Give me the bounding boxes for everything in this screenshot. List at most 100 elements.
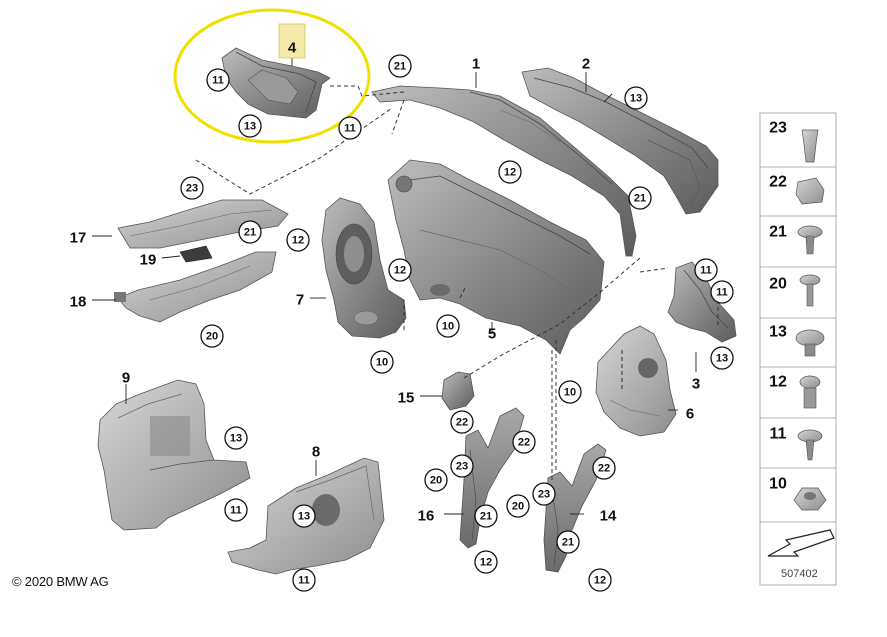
legend-item-13[interactable]: 13 [769, 324, 787, 341]
callout-11[interactable]: 11 [694, 258, 718, 282]
part-label-2[interactable]: 2 [582, 56, 590, 73]
part-label-16[interactable]: 16 [418, 508, 435, 525]
legend-item-20[interactable]: 20 [769, 276, 787, 293]
callout-20[interactable]: 20 [506, 494, 530, 518]
callout-circle [624, 86, 648, 110]
part-number-text: 17 [70, 230, 87, 247]
callout-number-text: 12 [292, 235, 304, 247]
callout-circle [694, 258, 718, 282]
push-rivet-icon [799, 375, 821, 409]
callout-circle [588, 568, 612, 592]
legend-numbers: 23 22 21 20 13 12 11 10 [769, 120, 787, 493]
callout-circle [200, 324, 224, 348]
callout-12[interactable]: 12 [474, 550, 498, 574]
part-17-illustration[interactable] [117, 199, 289, 249]
part-label-9[interactable]: 9 [122, 370, 130, 387]
part-label-15[interactable]: 15 [398, 390, 415, 407]
part-label-5[interactable]: 5 [488, 326, 496, 343]
callout-circle [450, 454, 474, 478]
callout-22[interactable]: 22 [512, 430, 536, 454]
part-number-text: 19 [140, 252, 157, 269]
callout-10[interactable]: 10 [370, 350, 394, 374]
callout-21[interactable]: 21 [474, 504, 498, 528]
part-label-6[interactable]: 6 [686, 406, 694, 423]
legend-item-22[interactable]: 22 [769, 174, 787, 191]
callout-12[interactable]: 12 [286, 228, 310, 252]
callout-20[interactable]: 20 [200, 324, 224, 348]
callout-number-text: 11 [230, 505, 242, 517]
part-label-3[interactable]: 3 [692, 376, 700, 393]
callout-11[interactable]: 11 [338, 116, 362, 140]
part-9-illustration[interactable] [97, 379, 251, 531]
callout-21[interactable]: 21 [556, 530, 580, 554]
callout-22[interactable]: 22 [592, 456, 616, 480]
callout-21[interactable]: 21 [388, 54, 412, 78]
callout-22[interactable]: 22 [450, 410, 474, 434]
callout-number-text: 10 [564, 387, 576, 399]
callout-number-text: 20 [206, 331, 218, 343]
part-15-illustration[interactable] [441, 371, 475, 411]
callout-11[interactable]: 11 [710, 280, 734, 304]
diagram-id: 507402 [781, 568, 818, 580]
part-19-illustration[interactable] [179, 245, 213, 263]
callout-number-text: 23 [456, 461, 468, 473]
callout-circle [292, 504, 316, 528]
callout-circle [436, 314, 460, 338]
legend-item-10[interactable]: 10 [769, 476, 787, 493]
part-number-text: 4 [288, 40, 297, 57]
callout-12[interactable]: 12 [588, 568, 612, 592]
callout-number-text: 21 [634, 193, 646, 205]
expanding-nut-icon [795, 329, 825, 357]
part-label-8[interactable]: 8 [312, 444, 320, 461]
part-label-14[interactable]: 14 [600, 508, 617, 525]
callouts: 1113211113122321122112201010111113102222… [180, 54, 734, 592]
callout-13[interactable]: 13 [292, 504, 316, 528]
legend-item-12[interactable]: 12 [769, 374, 787, 391]
callout-number-text: 20 [430, 475, 442, 487]
screw-icon [799, 274, 821, 307]
legend-number-text: 22 [769, 174, 787, 191]
callout-21[interactable]: 21 [238, 220, 262, 244]
part-label-18[interactable]: 18 [70, 294, 87, 311]
callout-10[interactable]: 10 [558, 380, 582, 404]
legend-item-11[interactable]: 11 [770, 426, 787, 443]
legend-number-text: 13 [769, 324, 787, 341]
callout-11[interactable]: 11 [206, 68, 230, 92]
callout-13[interactable]: 13 [710, 346, 734, 370]
legend-item-21[interactable]: 21 [769, 224, 787, 241]
part-label-1[interactable]: 1 [472, 56, 480, 73]
legend-item-23[interactable]: 23 [769, 120, 787, 137]
callout-23[interactable]: 23 [180, 176, 204, 200]
callout-10[interactable]: 10 [436, 314, 460, 338]
callout-circle [224, 426, 248, 450]
callout-circle [238, 114, 262, 138]
callout-13[interactable]: 13 [224, 426, 248, 450]
part-5-illustration[interactable] [387, 159, 605, 355]
legend-number-text: 23 [769, 120, 787, 137]
part-18-illustration[interactable] [114, 251, 277, 323]
callout-number-text: 22 [598, 463, 610, 475]
part-7-illustration[interactable] [321, 197, 407, 339]
part-6-illustration[interactable] [595, 325, 677, 437]
part-1-illustration[interactable] [371, 85, 637, 257]
part-label-4[interactable]: 4 [278, 23, 306, 59]
callout-11[interactable]: 11 [224, 498, 248, 522]
callout-number-text: 13 [716, 353, 728, 365]
callout-number-text: 23 [538, 489, 550, 501]
part-label-19[interactable]: 19 [140, 252, 157, 269]
callout-13[interactable]: 13 [624, 86, 648, 110]
part-label-17[interactable]: 17 [70, 230, 87, 247]
callout-23[interactable]: 23 [450, 454, 474, 478]
callout-13[interactable]: 13 [238, 114, 262, 138]
part-2-illustration[interactable] [521, 67, 719, 215]
callout-20[interactable]: 20 [424, 468, 448, 492]
part-4-illustration[interactable] [221, 47, 331, 119]
callout-23[interactable]: 23 [532, 482, 556, 506]
callout-21[interactable]: 21 [628, 186, 652, 210]
callout-11[interactable]: 11 [292, 568, 316, 592]
callout-12[interactable]: 12 [498, 160, 522, 184]
part-label-7[interactable]: 7 [296, 292, 304, 309]
callout-12[interactable]: 12 [388, 258, 412, 282]
spreading-rivet-icon [797, 429, 823, 461]
